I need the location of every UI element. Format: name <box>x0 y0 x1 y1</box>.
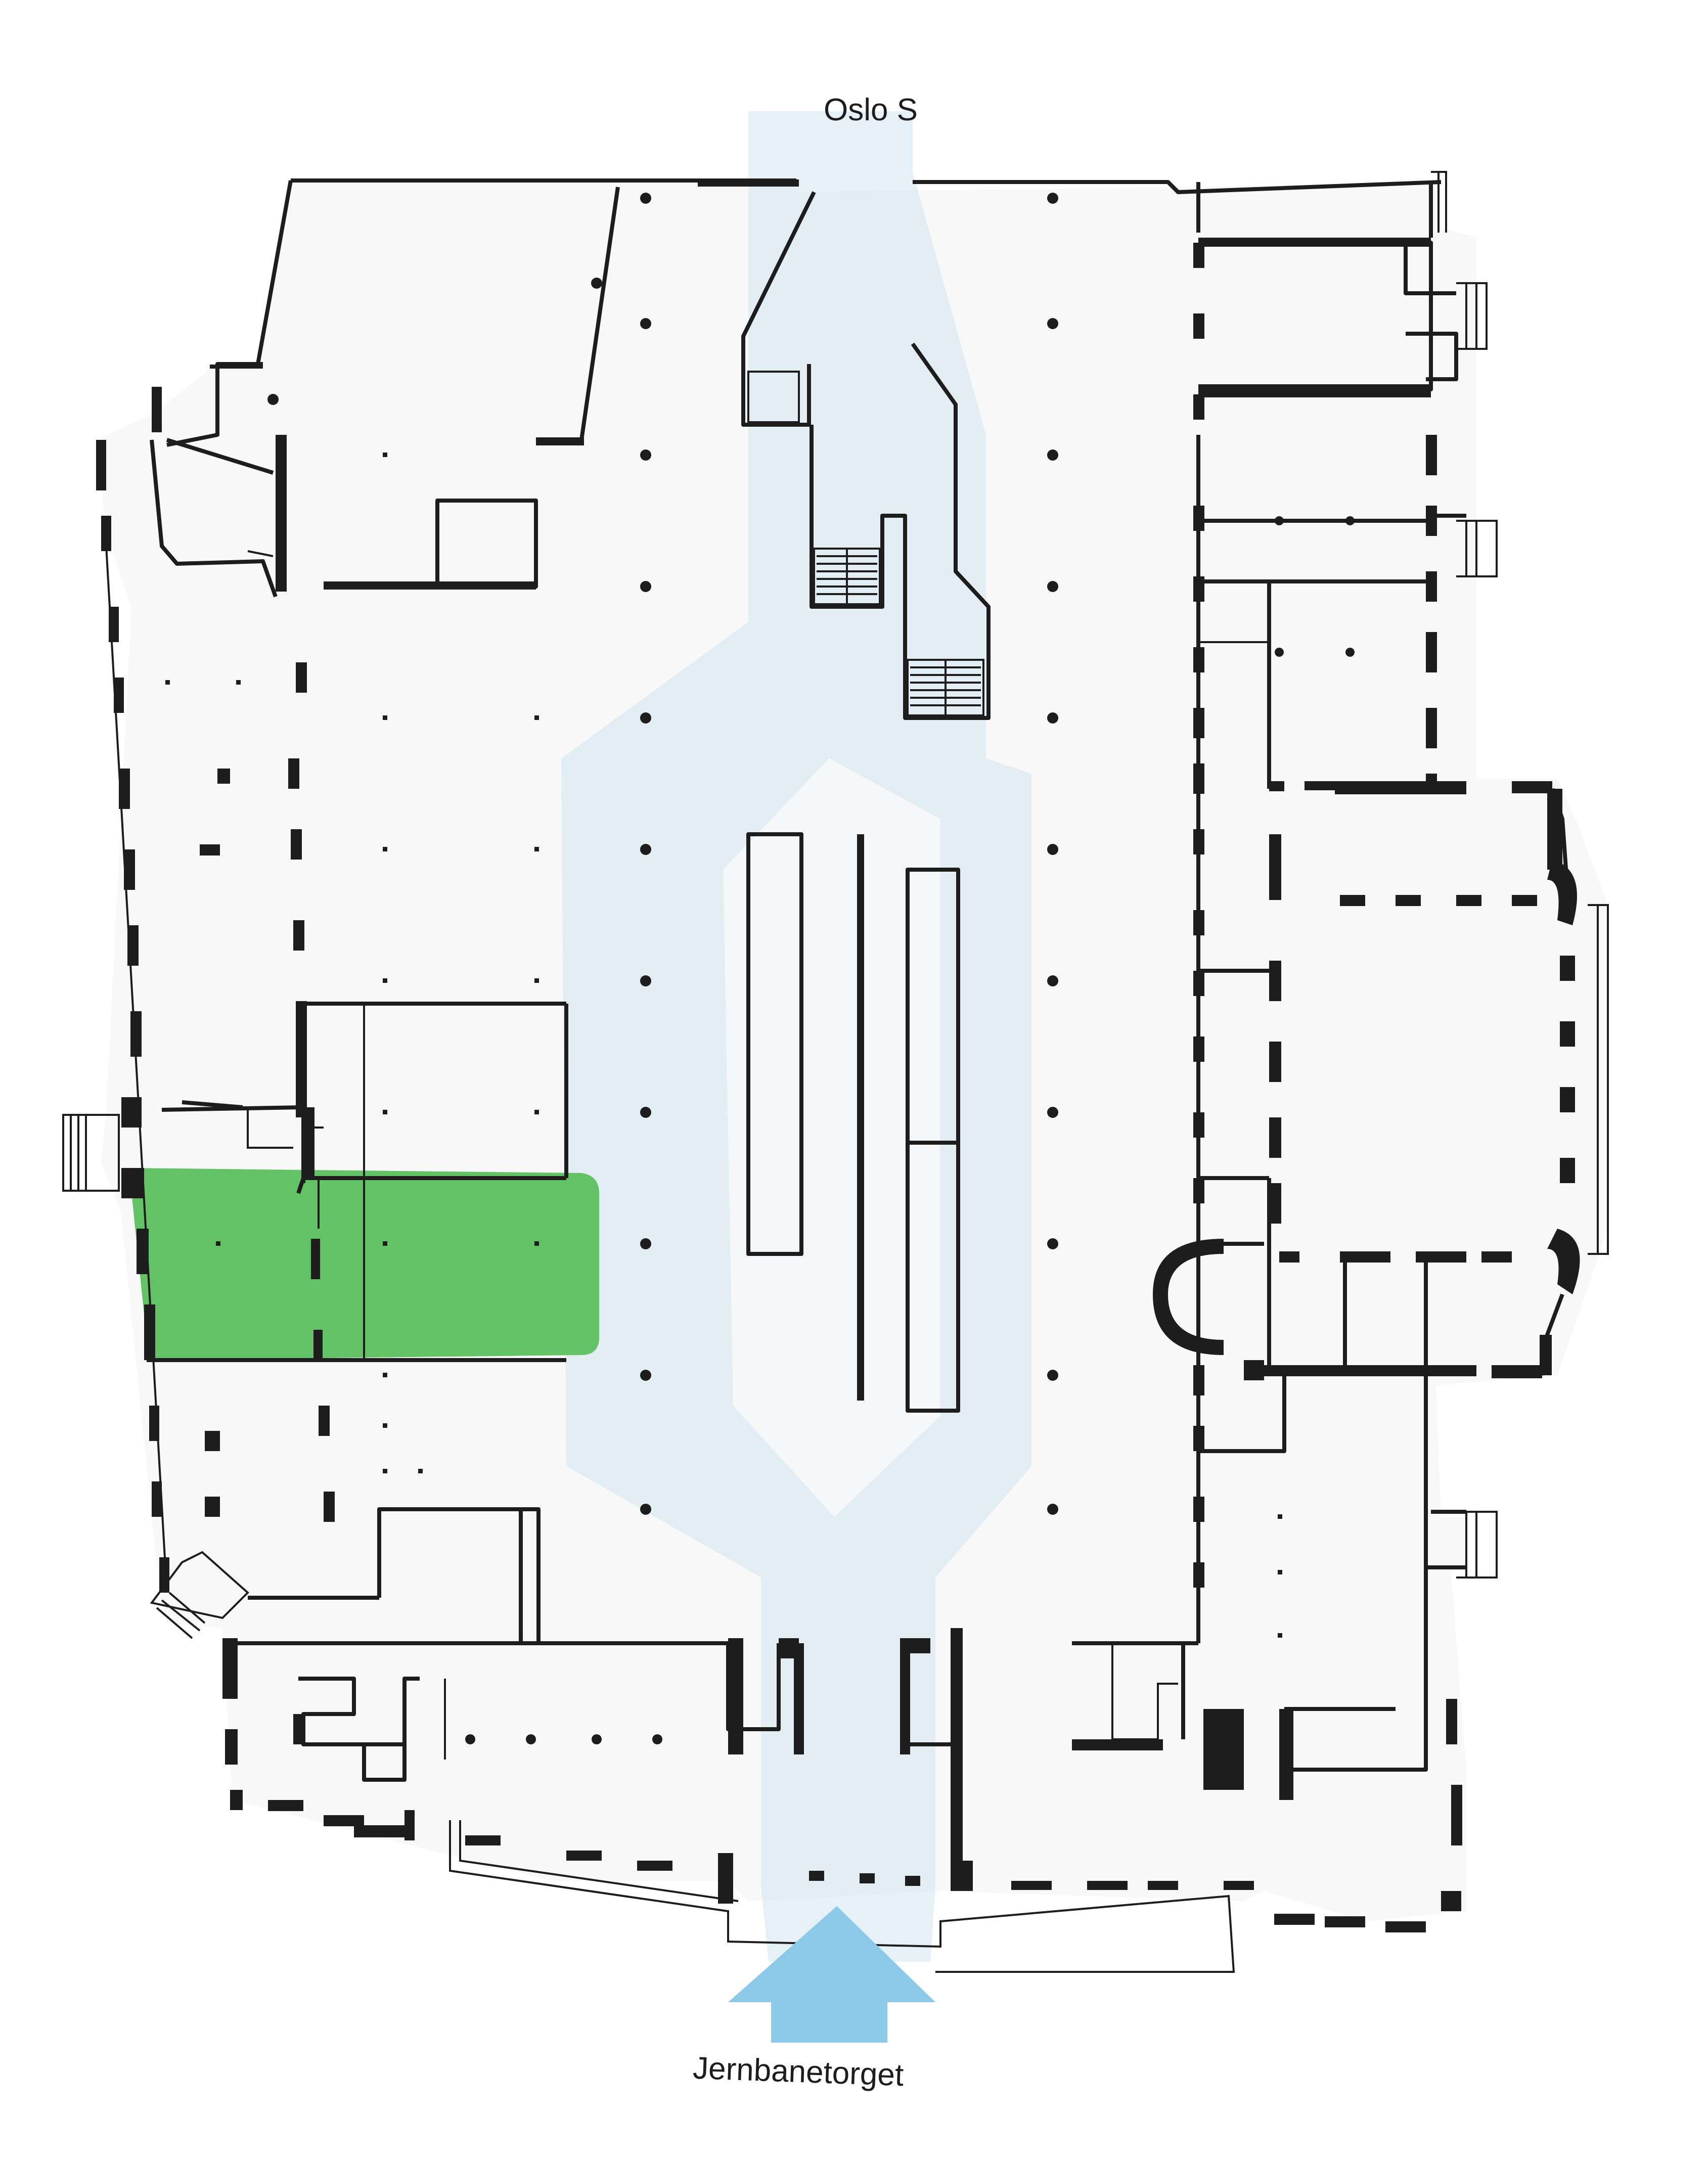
escalator-1 <box>813 548 881 605</box>
southwest-entrance-steps <box>150 1551 249 1639</box>
kiosk-c[interactable] <box>906 1141 960 1413</box>
right-wall-segments <box>1193 243 1204 1588</box>
structural-walls <box>62 171 1609 1973</box>
escalator-2 <box>907 659 984 716</box>
kiosk-a[interactable] <box>746 832 803 1256</box>
east-facade-columns <box>1560 956 1575 1183</box>
south-left-columns <box>465 1734 662 1744</box>
label-jernbanetorget: Jernbanetorget <box>692 2051 904 2093</box>
label-oslo-s: Oslo S <box>824 93 918 127</box>
entrance-arrow-icon <box>728 1906 935 2043</box>
west-entrance-steps <box>62 1114 120 1192</box>
hall-dashed-wall <box>1269 834 1537 1263</box>
left-exterior-wall <box>101 516 169 1593</box>
column-grid <box>165 193 1355 1638</box>
walkway-inner <box>723 758 940 1517</box>
south-wall-segments <box>222 1638 1462 1932</box>
